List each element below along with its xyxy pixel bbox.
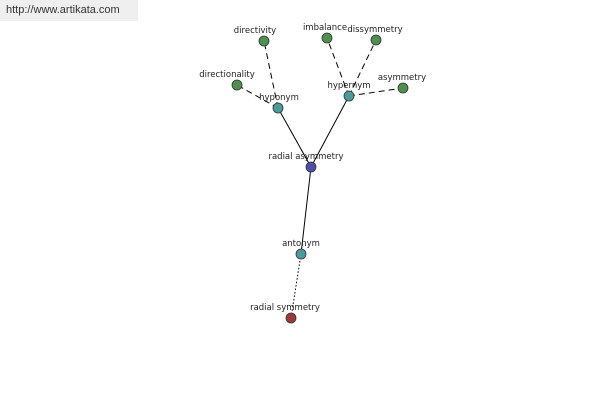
edge-hypernym-imbalance [326, 37, 350, 97]
node-label-asymmetry: asymmetry [378, 73, 426, 83]
nodes-layer: radial asymmetry hyponym hypernym antonym di… [199, 23, 426, 324]
node-asymmetry[interactable]: asymmetry [378, 73, 426, 94]
node-radial-asymmetry[interactable]: radial asymmetry [268, 152, 344, 173]
edges-layer [236, 37, 404, 319]
node-hyponym[interactable]: hyponym [259, 93, 299, 114]
edge-radial-asymmetry-antonym [300, 166, 312, 255]
node-marker-directivity[interactable] [258, 35, 270, 47]
node-marker-dissymmetry[interactable] [370, 34, 382, 46]
edge-hypernym-dissymmetry [348, 39, 377, 97]
edge-hypernym-asymmetry [348, 87, 404, 97]
node-label-directionality: directionality [199, 70, 255, 80]
node-label-hypernym: hypernym [327, 81, 370, 91]
edge-radial-asymmetry-hypernym [310, 95, 350, 168]
watermark-url: http://www.artikata.com [0, 0, 138, 21]
node-label-directivity: directivity [234, 26, 276, 36]
node-label-radial-symmetry: radial symmetry [250, 303, 320, 313]
node-marker-hyponym[interactable] [272, 102, 284, 114]
node-directionality[interactable]: directionality [199, 70, 255, 91]
node-hypernym[interactable]: hypernym [327, 81, 371, 102]
edge-radial-asymmetry-hyponym [277, 107, 312, 168]
node-marker-hypernym[interactable] [343, 90, 355, 102]
node-marker-imbalance[interactable] [321, 32, 333, 44]
node-marker-antonym[interactable] [295, 248, 307, 260]
node-label-imbalance: imbalance [303, 23, 347, 33]
node-marker-radial-asymmetry[interactable] [305, 161, 317, 173]
node-dissymmetry[interactable]: dissymmetry [347, 25, 403, 46]
node-marker-directionality[interactable] [231, 79, 243, 91]
node-label-hyponym: hyponym [259, 93, 299, 103]
node-marker-radial-symmetry[interactable] [285, 312, 297, 324]
node-radial-symmetry[interactable]: radial symmetry [250, 303, 320, 324]
edge-hyponym-directionality [236, 84, 279, 109]
node-imbalance[interactable]: imbalance [303, 23, 347, 44]
edge-hyponym-directivity [263, 40, 279, 109]
edge-antonym-radial-symmetry [290, 253, 302, 319]
node-directivity[interactable]: directivity [234, 26, 276, 47]
node-label-antonym: antonym [282, 239, 320, 249]
node-label-radial-asymmetry: radial asymmetry [268, 152, 343, 162]
node-marker-asymmetry[interactable] [397, 82, 409, 94]
node-label-dissymmetry: dissymmetry [347, 25, 402, 35]
node-antonym[interactable]: antonym [282, 239, 320, 260]
